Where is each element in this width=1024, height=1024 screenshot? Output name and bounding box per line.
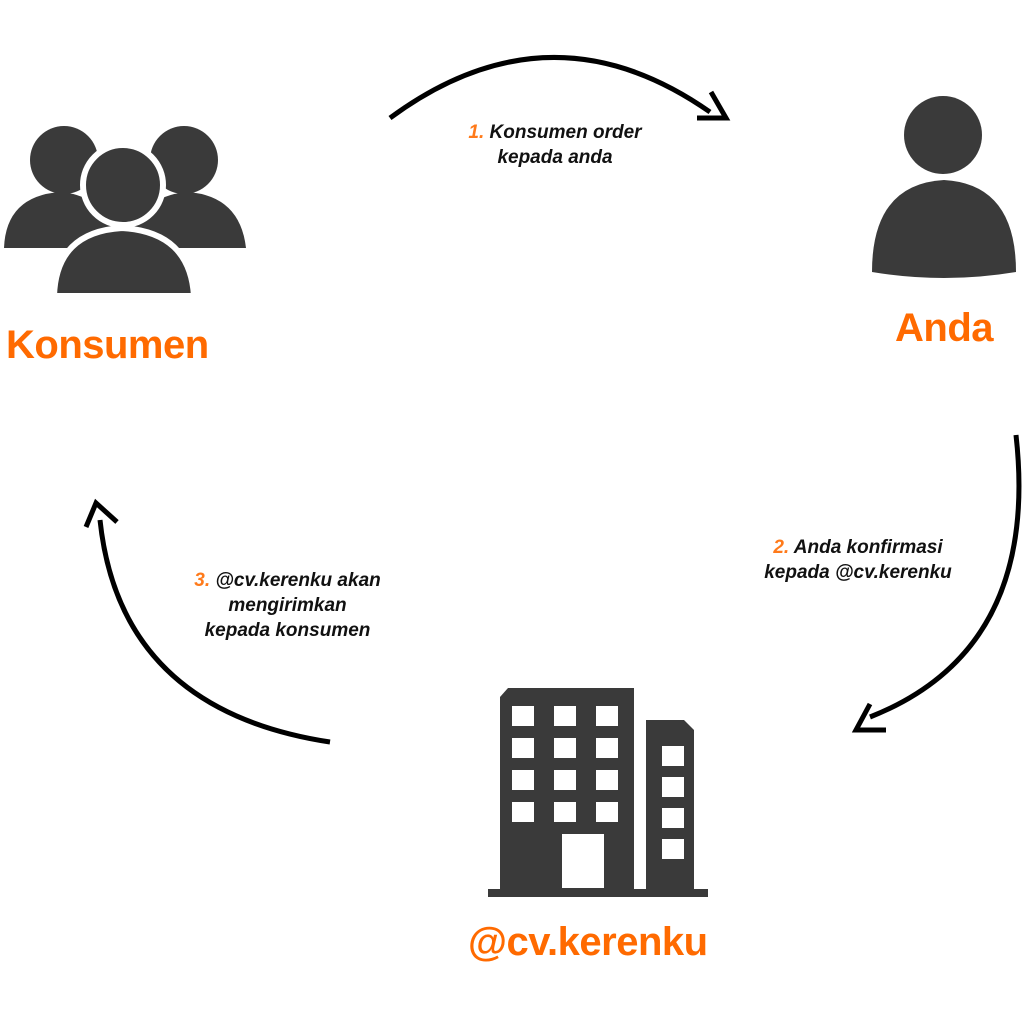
user-icon	[872, 96, 1016, 278]
step-line: Konsumen order	[489, 122, 642, 143]
node-label-anda: Anda	[895, 306, 994, 350]
node-label-konsumen: Konsumen	[6, 323, 209, 367]
node-label-cv: @cv.kerenku	[468, 920, 708, 964]
step-number: 1.	[468, 122, 485, 143]
arrow-step-2	[869, 434, 1022, 720]
step-1-text: 1. Konsumen order kepada anda	[440, 120, 670, 170]
users-group-icon	[4, 126, 246, 299]
step-number: 3.	[194, 570, 211, 591]
step-line: mengirimkan	[228, 595, 347, 616]
step-3-text: 3. @cv.kerenku akan mengirimkan kepada k…	[170, 568, 405, 643]
building-icon	[488, 688, 708, 897]
step-number: 2.	[773, 537, 790, 558]
arrow-head-2	[851, 702, 886, 733]
step-line: kepada konsumen	[204, 620, 371, 641]
step-2-text: 2. Anda konfirmasi kepada @cv.kerenku	[738, 535, 978, 585]
step-line: @cv.kerenku akan	[215, 570, 381, 591]
arrow-step-1	[388, 55, 712, 121]
arrow-head-1	[697, 90, 731, 121]
step-line: Anda konfirmasi	[793, 537, 943, 558]
arrow-step-3	[97, 519, 331, 745]
step-line: kepada @cv.kerenku	[764, 562, 952, 583]
arrow-head-3	[83, 498, 119, 528]
step-line: kepada anda	[497, 147, 613, 168]
